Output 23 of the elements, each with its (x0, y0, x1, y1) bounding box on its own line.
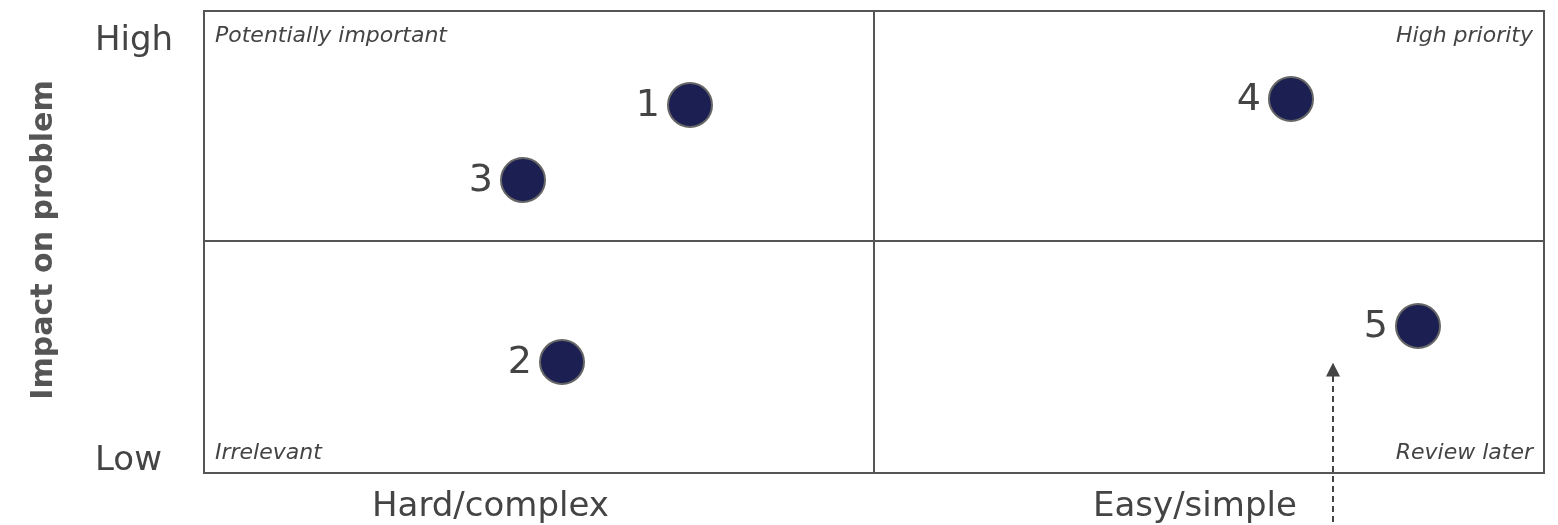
quadrant-box (203, 10, 875, 242)
quadrant-box (873, 240, 1545, 474)
axis-tick-label: Easy/simple (1093, 484, 1297, 524)
data-point-marker (1268, 76, 1314, 122)
axis-tick-label: Hard/complex (372, 484, 609, 524)
quadrant-label: Irrelevant (215, 439, 322, 464)
quadrant-label: Review later (1395, 439, 1533, 464)
data-point-marker (500, 157, 546, 203)
data-point-marker (1395, 303, 1441, 349)
point-number: 4 (1236, 77, 1261, 117)
quadrant-label: High priority (1396, 22, 1533, 47)
axis-tick-label: High (95, 18, 174, 58)
quadrant-box (203, 240, 875, 474)
axis-tick-label: Low (95, 438, 162, 478)
axis-title: Impact on problem (23, 80, 60, 400)
quadrant-label: Potentially important (215, 22, 447, 47)
point-number: 1 (635, 83, 660, 123)
point-number: 5 (1363, 304, 1388, 344)
point-number: 2 (507, 340, 532, 380)
data-point-marker (667, 82, 713, 128)
point-number: 3 (468, 158, 493, 198)
data-point-marker (539, 339, 585, 385)
quadrant-box (873, 10, 1545, 242)
